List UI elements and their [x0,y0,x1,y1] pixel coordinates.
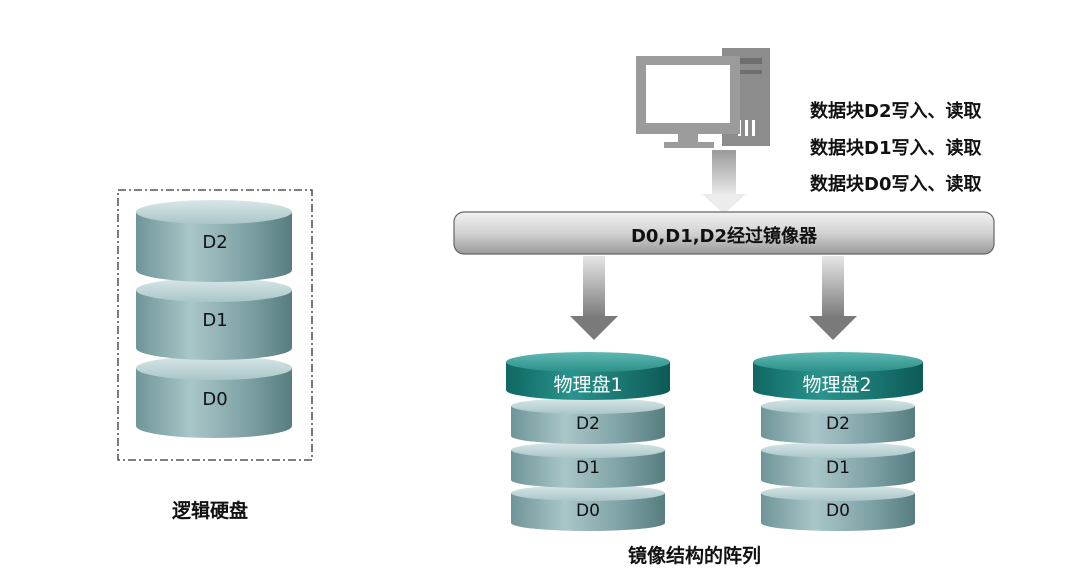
disk2-block-d1: D1 [826,458,850,478]
logical-cylinder-d2 [136,200,292,282]
logical-block-d1: D1 [202,310,228,331]
logical-disk-frame [117,189,313,461]
logical-block-d0: D0 [202,389,228,410]
physical-disk-2-cylinder-d2 [761,398,915,444]
operation-d2: 数据块D2写入、读取 [810,101,982,122]
disk1-block-d0: D0 [576,501,600,521]
physical-disk-1-cylinder-d1 [511,442,665,488]
disk1-block-d1: D1 [576,458,600,478]
physical-disk-1-name: 物理盘1 [553,374,623,396]
physical-disk-1-cap [506,352,670,400]
physical-disk-1-cylinder-d0 [511,485,665,531]
logical-cylinder-d1 [136,278,292,360]
physical-disk-2-cap [753,352,923,400]
logical-disk-caption: 逻辑硬盘 [172,500,249,522]
operation-d1: 数据块D1写入、读取 [810,138,982,159]
computer-icon [636,48,770,148]
bar-to-disk2-arrow [809,256,857,340]
logical-cylinder-d0 [136,356,292,438]
physical-disk-2-cylinder-d1 [761,442,915,488]
mirror-bar-label: D0,D1,D2经过镜像器 [630,226,818,247]
disk1-block-d2: D2 [576,414,600,434]
operation-d0: 数据块D0写入、读取 [810,174,982,195]
physical-disk-2-cylinder-d0 [761,485,915,531]
disk2-block-d0: D0 [826,501,850,521]
mirror-bar [453,211,995,255]
logical-disk-stack [136,200,292,438]
array-caption: 镜像结构的阵列 [628,545,762,567]
disk2-block-d2: D2 [826,414,850,434]
computer-to-bar-arrow [702,150,746,214]
logical-block-d2: D2 [202,232,228,253]
physical-disk-2-stack [753,352,923,531]
physical-disk-1-stack [506,352,670,531]
physical-disk-1-cylinder-d2 [511,398,665,444]
physical-disk-2-name: 物理盘2 [802,374,872,396]
bar-to-disk1-arrow [570,256,618,340]
